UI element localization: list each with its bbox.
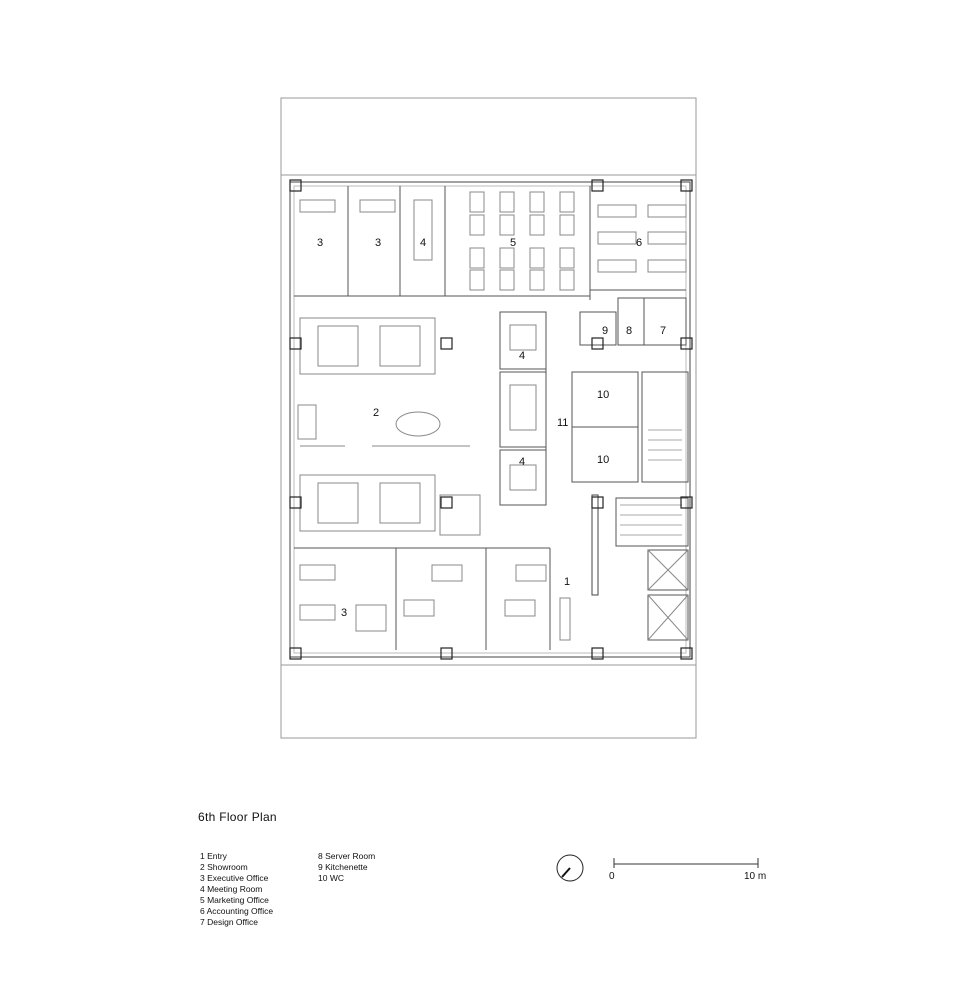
scale-start-label: 0 xyxy=(609,871,615,882)
room-label-10a: 10 xyxy=(597,389,609,401)
room-label-6: 6 xyxy=(636,237,642,249)
room-label-1: 1 xyxy=(564,576,570,588)
room-label-10b: 10 xyxy=(597,454,609,466)
legend-item: 3 Executive Office xyxy=(200,873,269,883)
plan-title: 6th Floor Plan xyxy=(198,810,277,824)
legend-item: 4 Meeting Room xyxy=(200,884,263,894)
legend-item: 1 Entry xyxy=(200,851,227,861)
scale-end-label: 10 m xyxy=(744,871,767,882)
legend-item: 6 Accounting Office xyxy=(200,906,274,916)
room-label-4b: 4 xyxy=(519,350,525,362)
scale-bar xyxy=(613,858,759,868)
room-label-8: 8 xyxy=(626,325,632,337)
north-arrow-icon xyxy=(556,854,584,882)
building-outline xyxy=(280,97,697,739)
legend-item: 8 Server Room xyxy=(318,851,376,861)
legend-item: 2 Showroom xyxy=(200,862,248,872)
room-label-3c: 3 xyxy=(341,607,347,619)
legend-item: 7 Design Office xyxy=(200,917,258,927)
room-label-2: 2 xyxy=(373,407,379,419)
floor-slab xyxy=(289,181,691,658)
room-label-3a: 3 xyxy=(317,237,323,249)
legend-item: 9 Kitchenette xyxy=(318,862,368,872)
room-label-11: 11 xyxy=(557,417,568,429)
room-label-4c: 4 xyxy=(519,456,525,468)
room-label-9: 9 xyxy=(602,325,608,337)
legend-item: 5 Marketing Office xyxy=(200,895,269,905)
room-label-3b: 3 xyxy=(375,237,381,249)
room-label-5: 5 xyxy=(510,237,516,249)
room-label-7: 7 xyxy=(660,325,666,337)
legend-item: 10 WC xyxy=(318,873,344,883)
room-label-4a: 4 xyxy=(420,237,426,249)
